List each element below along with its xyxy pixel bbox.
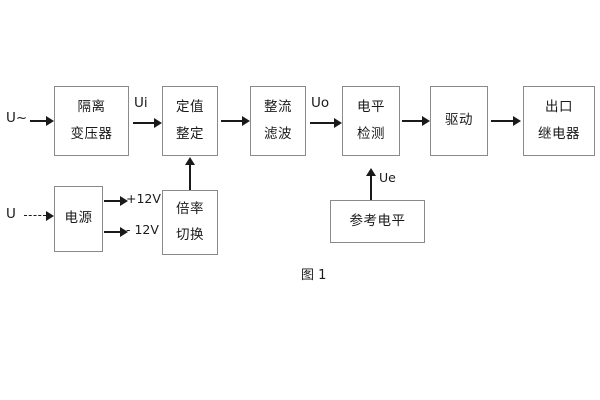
block-line: 参考电平 [349,212,406,229]
block-level-detection[interactable]: 电平 检测 [342,86,400,156]
block-line: 定值 [176,99,204,115]
supply-negative-label: - 12V [126,222,159,237]
block-line: 变压器 [70,125,113,142]
arrow-input-ac-to-isolation-transformer [30,116,54,126]
arrow-reference-level-to-level-detection [366,168,376,200]
arrow-power-supply-negative [104,227,128,237]
block-line: 整流 [264,99,292,115]
supply-positive-label: +12V [126,191,161,206]
signal-ue-label: Ue [379,170,396,185]
block-drive[interactable]: 驱动 [430,86,488,156]
block-rectify-filter[interactable]: 整流 滤波 [250,86,306,156]
block-line: 驱动 [445,112,473,129]
block-line: 继电器 [538,125,580,142]
arrow-drive-to-output-relay [491,116,521,126]
figure-caption: 图 1 [301,268,327,283]
input-ac-label: U~ [6,110,28,126]
block-line: 电源 [64,210,93,227]
block-output-relay[interactable]: 出口 继电器 [523,86,595,156]
arrow-rectify-filter-to-level-detection [310,118,342,128]
block-line: 整定 [176,125,204,142]
input-dc-label: U [6,206,16,222]
block-line: 倍率 [176,200,204,217]
block-multiplier-switch[interactable]: 倍率 切换 [162,190,218,255]
arrow-isolation-transformer-to-setting-value [133,118,162,128]
block-power-supply[interactable]: 电源 [54,186,103,252]
block-line: 电平 [357,99,385,115]
block-line: 检测 [357,125,385,142]
arrow-level-detection-to-drive [402,116,430,126]
arrow-input-dc-to-power-supply [24,211,54,221]
block-isolation-transformer[interactable]: 隔离 变压器 [54,86,129,156]
block-setting-value[interactable]: 定值 整定 [162,86,218,156]
signal-uo-label: Uo [311,95,330,111]
block-line: 出口 [545,99,573,115]
block-reference-level[interactable]: 参考电平 [330,200,425,243]
arrow-multiplier-switch-to-setting-value [185,157,195,190]
block-line: 滤波 [264,125,292,142]
signal-ui-label: Ui [134,95,148,111]
arrow-power-supply-positive [104,196,128,206]
block-line: 切换 [176,227,204,243]
arrow-setting-value-to-rectify-filter [221,116,250,126]
block-line: 隔离 [77,99,106,115]
